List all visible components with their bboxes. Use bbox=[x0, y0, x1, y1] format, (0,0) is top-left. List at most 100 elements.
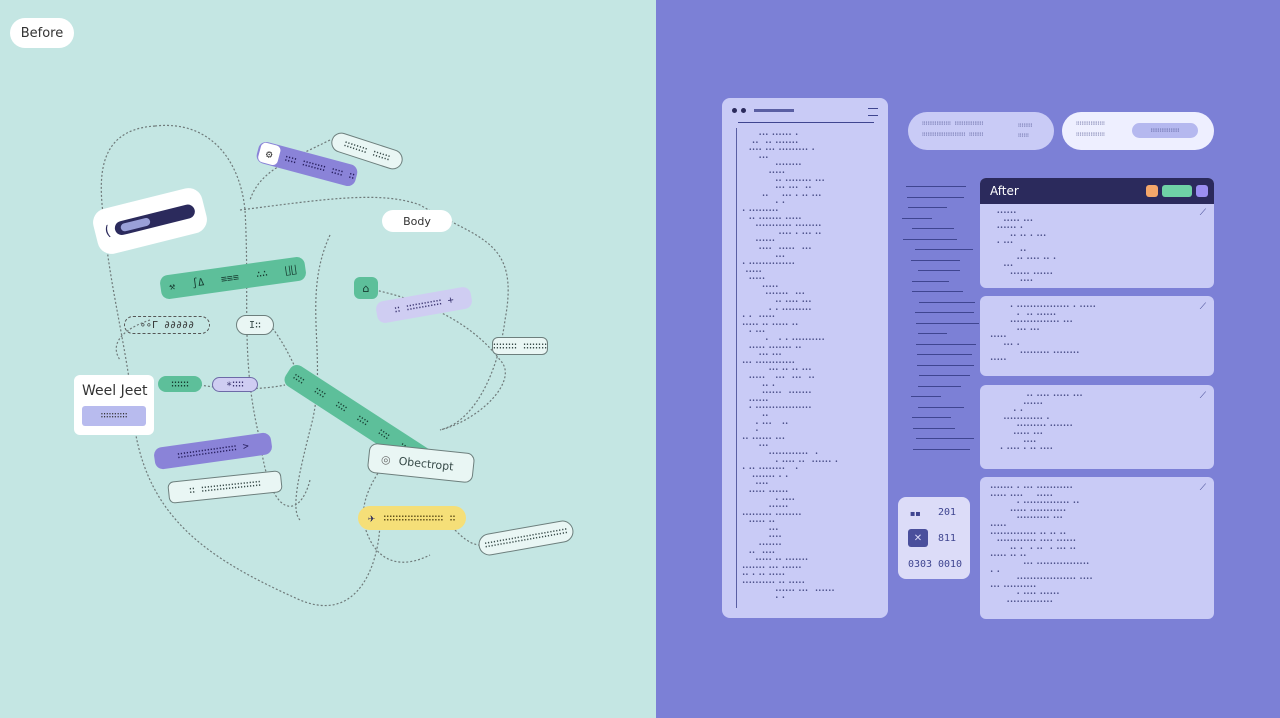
code-line: ∙∙∙∙∙∙∙∙∙∙∙∙∙∙∙∙∙∙ ∙∙∙∙ bbox=[990, 576, 1093, 583]
code-line: ∙ ∙ ∙ ∙∙∙∙∙∙∙∙∙∙ bbox=[742, 337, 825, 344]
connector-dash bbox=[917, 270, 960, 271]
code-line: ∙∙∙∙∙ ∙∙∙ bbox=[990, 430, 1043, 437]
connection-wires bbox=[100, 124, 509, 607]
code-line: ∙ ∙∙∙∙∙∙∙∙∙∙∙∙∙∙ ∙∙ bbox=[990, 500, 1080, 507]
code-line: ∙∙∙∙∙∙ bbox=[742, 504, 789, 511]
connector-dash bbox=[918, 301, 975, 303]
stat-0: 201 bbox=[938, 507, 957, 518]
expand-icon[interactable]: ⟋ bbox=[1199, 483, 1206, 493]
code-line: ∙ ∙∙∙∙ ∙∙∙∙∙∙ bbox=[990, 591, 1060, 598]
top-right-pill-badge-label: ∷∷∷∷∷∷∷∷ bbox=[1150, 127, 1180, 134]
code-line: ∙∙∙ ∙∙∙∙∙∙∙∙∙∙∙∙ bbox=[742, 359, 799, 366]
code-line: ∙ ∙∙∙∙ bbox=[742, 496, 795, 503]
code-line: ∙∙ ∙∙ ∙ ∙∙∙ bbox=[990, 232, 1047, 239]
after-header: After bbox=[980, 178, 1214, 204]
badge-green bbox=[1162, 185, 1192, 197]
document-window[interactable]: ∙∙∙ ∙∙∙∙∙∙ ∙ ∙∙ ∙∙ ∙∙∙∙∙∙∙ ∙∙∙∙ ∙∙∙ ∙∙∙∙… bbox=[722, 98, 888, 618]
code-card-2[interactable]: ∙∙ ∙∙∙∙ ∙∙∙∙∙ ∙∙∙ ∙∙∙∙∙∙ ∙ ∙ ∙∙∙∙∙∙∙∙∙∙∙… bbox=[980, 385, 1214, 469]
code-line: ∙∙∙∙∙ ∙∙ ∙∙∙∙∙ ∙∙ bbox=[742, 321, 802, 328]
top-left-pill-line-3: ∷∷∷∷ bbox=[1018, 122, 1033, 129]
code-line: ∙∙∙∙∙∙ ∙∙∙∙∙∙ bbox=[990, 270, 1053, 277]
stat-1: 811 bbox=[938, 533, 957, 544]
connector-dash bbox=[907, 207, 947, 208]
chip-b-node[interactable]: ∗∷∷ bbox=[212, 377, 258, 392]
document-code: ∙∙∙ ∙∙∙∙∙∙ ∙ ∙∙ ∙∙ ∙∙∙∙∙∙∙ ∙∙∙∙ ∙∙∙ ∙∙∙∙… bbox=[742, 132, 882, 603]
top-left-pill-line-1: ∷∷∷∷∷∷∷∷ ∷∷∷∷∷∷∷∷ bbox=[922, 120, 984, 127]
code-line: ∙∙∙∙∙∙∙∙∙∙ ∙∙∙ bbox=[990, 515, 1063, 522]
connector-dash bbox=[907, 196, 964, 198]
code-line: ∙∙ ∙∙∙∙∙∙∙ ∙∙∙∙∙ bbox=[742, 215, 802, 222]
expand-icon[interactable]: ⟋ bbox=[1199, 302, 1206, 312]
connector-dash bbox=[917, 354, 973, 355]
connector-dash bbox=[917, 333, 948, 334]
code-line: ∙∙∙∙∙ ∙∙∙ bbox=[990, 217, 1037, 224]
code-card-3[interactable]: ∙∙∙∙∙∙∙ ∙ ∙∙∙ ∙∙∙∙∙∙∙∙∙∙∙∙∙∙∙∙ ∙∙∙∙ ∙∙∙∙… bbox=[980, 477, 1214, 619]
code-line: ∙∙ ∙∙∙∙ ∙∙ ∙ bbox=[990, 255, 1057, 262]
yellow-node[interactable]: ✈ ∷∷∷∷∷∷∷∷∷∷ ∷ bbox=[358, 506, 466, 530]
code-line: ∙∙∙∙∙∙ ∙ bbox=[990, 225, 1024, 232]
window-dot-2 bbox=[741, 108, 746, 113]
code-line: ∙∙∙∙∙∙∙∙∙∙∙∙∙∙ ∙∙ ∙∙ ∙∙ bbox=[990, 530, 1067, 537]
top-right-pill[interactable]: ∷∷∷∷∷∷∷∷ ∷∷∷∷∷∷∷∷ ∷∷∷∷∷∷∷∷ bbox=[1062, 112, 1214, 150]
right-small-node[interactable]: ∷∷∷∷ ∷∷∷∷ bbox=[492, 337, 548, 355]
chip-a-node[interactable]: ∷∷∷ bbox=[158, 376, 202, 392]
code-line: ∙∙∙ bbox=[742, 526, 779, 533]
code-card-2-code: ∙∙ ∙∙∙∙ ∙∙∙∙∙ ∙∙∙ ∙∙∙∙∙∙ ∙ ∙ ∙∙∙∙∙∙∙∙∙∙∙… bbox=[990, 393, 1194, 454]
window-dot-1 bbox=[732, 108, 737, 113]
top-left-pill[interactable]: ∷∷∷∷∷∷∷∷ ∷∷∷∷∷∷∷∷ ∷∷∷∷∷∷∷∷∷∷∷∷ ∷∷∷∷ ∷∷∷∷… bbox=[908, 112, 1054, 150]
code-line: ∙∙∙∙∙ ∙∙∙∙ ∙∙∙∙∙ bbox=[990, 492, 1053, 499]
code-line: ∙∙∙∙∙∙ bbox=[742, 397, 769, 404]
code-line: ∙∙ ∙ ∙ ∙∙ ∙ ∙∙∙ ∙∙ bbox=[990, 545, 1077, 552]
code-line: ∙∙∙∙∙ bbox=[990, 357, 1007, 364]
code-line: ∙∙∙∙∙∙ bbox=[990, 400, 1043, 407]
before-badge: Before bbox=[10, 18, 74, 48]
connector-dash bbox=[912, 280, 950, 282]
image-icon: ✕ bbox=[908, 529, 928, 547]
connector-dash bbox=[917, 364, 974, 366]
code-line: ∙ ∙∙∙∙∙∙∙∙∙ bbox=[742, 207, 779, 214]
expand-icon[interactable]: ⟋ bbox=[1199, 208, 1206, 218]
code-line: ∙∙∙∙∙∙∙∙ bbox=[742, 162, 802, 169]
after-card[interactable]: After ∙∙∙∙∙∙ ∙∙∙∙∙ ∙∙∙ ∙∙∙∙∙∙ ∙ ∙∙ ∙∙ ∙ … bbox=[980, 178, 1214, 288]
code-line: ∙∙∙∙∙ bbox=[990, 334, 1007, 341]
code-line: ∙∙∙∙∙ ∙∙∙ ∙∙∙ ∙∙ bbox=[742, 375, 815, 381]
code-line: ∙∙∙∙∙ ∙∙ bbox=[742, 519, 786, 526]
bottom-outline-label: ∷ ∷∷∷∷∷∷∷∷∷∷ bbox=[188, 477, 262, 497]
connector-dash bbox=[918, 406, 965, 408]
chip-a-label: ∷∷∷ bbox=[170, 378, 190, 390]
code-line: ∙∙∙∙∙∙ bbox=[742, 238, 776, 245]
code-line: ∙∙∙∙ bbox=[742, 534, 782, 541]
after-title: After bbox=[990, 184, 1019, 198]
stats-card[interactable]: ▪▪ 201 ✕ 811 0303 0010 bbox=[898, 497, 970, 579]
diag-tag-1: ∷∷ bbox=[311, 384, 329, 401]
plane-icon: ✈ bbox=[368, 511, 376, 525]
dashed-left-node[interactable]: ∘∘Γ ∂∂∂∂∂ bbox=[124, 316, 210, 334]
body-label: Body bbox=[403, 214, 431, 228]
purple-bottom-label: ∷∷∷∷∷∷∷∷∷∷ > bbox=[176, 440, 250, 462]
diag-tag-0: ∷∷ bbox=[290, 371, 307, 387]
green-tag-4: ∐∐ bbox=[284, 263, 298, 277]
code-line: ∙∙∙∙∙ ∙∙∙∙∙∙∙ ∙∙ bbox=[742, 344, 805, 351]
expand-icon[interactable]: ⟋ bbox=[1199, 391, 1206, 401]
code-card-1[interactable]: ∙ ∙∙∙∙∙∙∙∙∙∙∙∙∙∙∙∙ ∙ ∙∙∙∙∙ ∙ ∙∙ ∙∙∙∙∙∙ ∙… bbox=[980, 296, 1214, 376]
code-line: ∙∙∙∙ ∙∙∙ ∙∙∙∙∙∙∙∙∙ ∙ bbox=[742, 147, 815, 154]
basket-icon: ⌂ bbox=[362, 281, 370, 295]
code-line: ∙∙∙∙∙∙ bbox=[990, 210, 1017, 216]
left-card[interactable]: Weel Jeet ∷∷∷∷∷ bbox=[74, 375, 154, 435]
left-card-title: Weel Jeet bbox=[82, 383, 148, 399]
code-line: ∙∙∙ bbox=[742, 253, 789, 260]
code-line: ∙∙∙ ∙∙ ∙∙ ∙∙∙ bbox=[742, 367, 812, 374]
code-line: ∙∙∙∙∙∙ ∙∙∙∙∙∙∙ bbox=[742, 390, 812, 397]
code-line: ∙∙∙ ∙∙∙∙∙∙∙∙∙∙∙∙∙∙∙∙ bbox=[990, 560, 1090, 567]
code-line: ∙∙∙∙∙ ∙∙ ∙∙∙∙∙∙∙ bbox=[742, 557, 809, 564]
code-line: ∙∙∙∙∙∙∙∙∙∙∙∙∙∙∙ ∙∙∙ bbox=[990, 319, 1077, 326]
badge-orange bbox=[1146, 185, 1158, 197]
body-node[interactable]: Body bbox=[382, 210, 452, 232]
code-card-1-code: ∙ ∙∙∙∙∙∙∙∙∙∙∙∙∙∙∙∙ ∙ ∙∙∙∙∙ ∙ ∙∙ ∙∙∙∙∙∙ ∙… bbox=[990, 304, 1194, 365]
menu-icon[interactable] bbox=[868, 108, 878, 116]
small-box-node[interactable]: I∷ bbox=[236, 315, 274, 335]
code-line: ∙ ∙∙∙∙∙∙∙∙∙∙∙∙∙∙∙∙∙ bbox=[742, 405, 812, 412]
code-line: ∙∙ ∙∙∙∙∙∙ ∙∙∙ bbox=[742, 435, 786, 442]
basket-node[interactable]: ⌂ bbox=[354, 277, 378, 299]
connector-dash bbox=[919, 375, 971, 376]
